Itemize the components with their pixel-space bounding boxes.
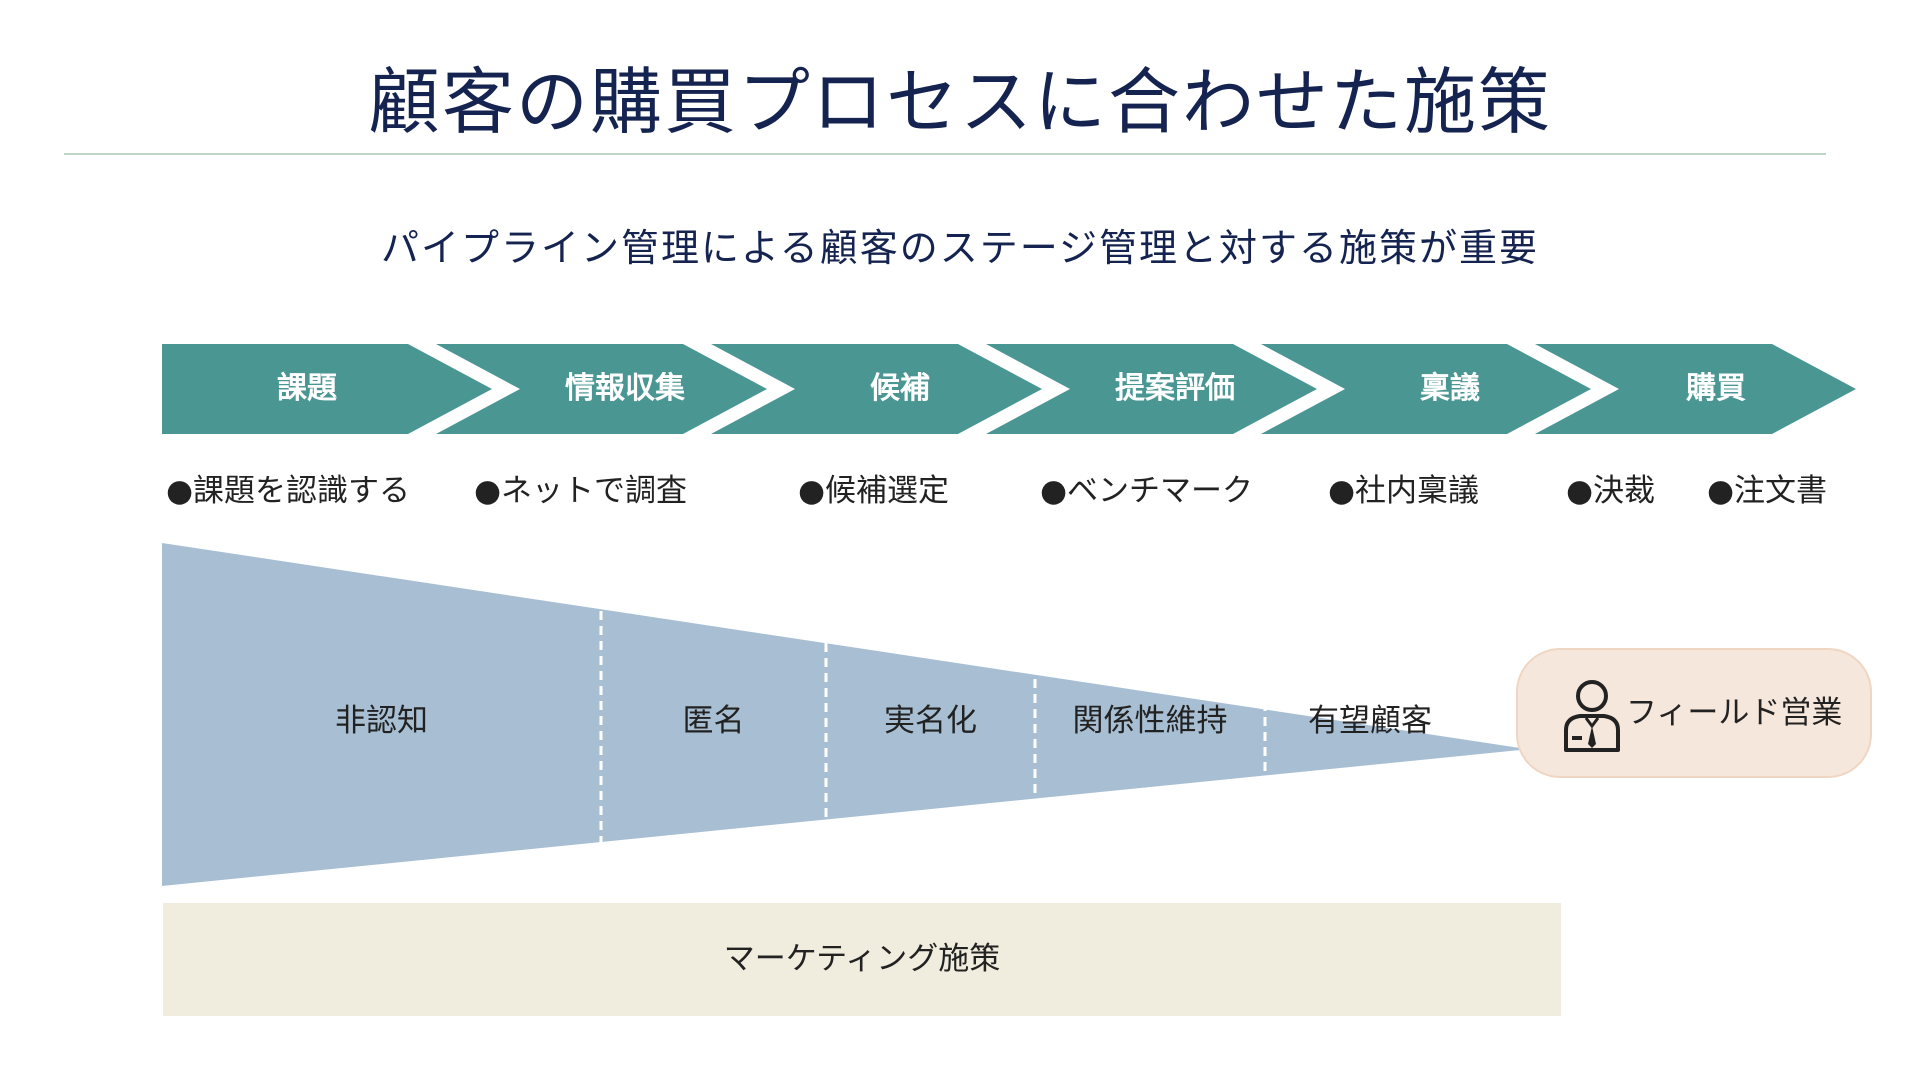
marketing-box: マーケティング施策 xyxy=(163,903,1561,1016)
funnel-label-jitsumei: 実名化 xyxy=(884,703,977,739)
stage-label-kadai: 課題 xyxy=(277,371,337,406)
funnel-label-tokumei: 匿名 xyxy=(682,703,745,739)
funnel-label-ninchi: 非認知 xyxy=(335,703,428,739)
chevron-stage-6 xyxy=(1535,344,1856,434)
chevron-stage-4 xyxy=(986,344,1317,434)
stage-label-ringi: 稟議 xyxy=(1420,371,1480,406)
funnel-label-kankei: 関係性維持 xyxy=(1072,703,1228,739)
salesperson-icon xyxy=(1564,680,1620,752)
stage-label-teian: 提案評価 xyxy=(1115,371,1235,406)
action-item: ●候補選定 xyxy=(798,473,950,509)
field-sales-label: フィールド営業 xyxy=(1626,695,1843,731)
action-item: ●ネットで調査 xyxy=(474,473,688,509)
chevron-stage-2 xyxy=(436,344,767,434)
action-item: ●課題を認識する xyxy=(166,473,411,509)
field-sales-box: フィールド営業 xyxy=(1516,648,1872,778)
page-title: 顧客の購買プロセスに合わせた施策 xyxy=(367,60,1552,144)
chevron-stage-3 xyxy=(711,344,1042,434)
funnel-label-yubo: 有望顧客 xyxy=(1308,703,1432,739)
action-item: ●注文書 xyxy=(1707,473,1828,509)
funnel-shape xyxy=(162,543,1520,886)
action-item: ●社内稟議 xyxy=(1328,473,1480,509)
process-chevrons xyxy=(162,344,1856,434)
chevron-stage-1 xyxy=(162,344,492,434)
action-item: ●決裁 xyxy=(1566,473,1656,509)
chevron-stage-5 xyxy=(1261,344,1591,434)
funnel xyxy=(162,543,1520,886)
stage-label-joho: 情報収集 xyxy=(565,371,685,406)
marketing-label: マーケティング施策 xyxy=(723,941,1001,977)
stage-label-kouho: 候補 xyxy=(870,371,930,406)
title-divider xyxy=(64,153,1826,155)
action-item: ●ベンチマーク xyxy=(1040,473,1254,509)
stage-label-kobai: 購買 xyxy=(1686,371,1746,406)
page-subtitle: パイプライン管理による顧客のステージ管理と対する施策が重要 xyxy=(380,226,1540,270)
